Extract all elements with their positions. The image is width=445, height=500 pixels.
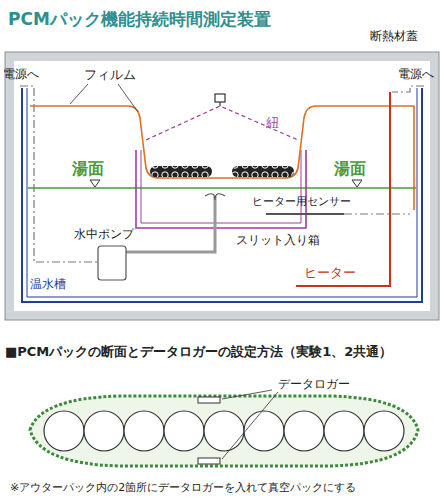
water-surface-label: 湯面 [334,160,366,178]
sensor-label: ヒーター用センサー [252,196,351,209]
film-label: フィルム [84,68,136,83]
pump-label: 水中ポンプ [74,228,134,242]
logger-label: データロガー [278,378,350,392]
lid-label: 断熱材蓋 [370,30,418,44]
heater-label: ヒーター [304,266,356,281]
string-label: 紐 [266,116,279,131]
power-label: 電源へ [3,68,39,82]
water-surface-label: 湯面 [72,160,104,178]
tank-label: 温水槽 [30,278,66,292]
note: ※アウターパック内の2箇所にデータロガーを入れて真空パックにする [10,482,356,495]
box-label: スリット入り箱 [236,234,320,248]
section-heading: ■PCMパックの断面とデータロガーの設定方法（実験1、2共通） [5,345,392,360]
power-label: 電源へ [398,68,434,82]
diagram-title: PCMパック機能持続時間測定装置 [8,10,271,30]
